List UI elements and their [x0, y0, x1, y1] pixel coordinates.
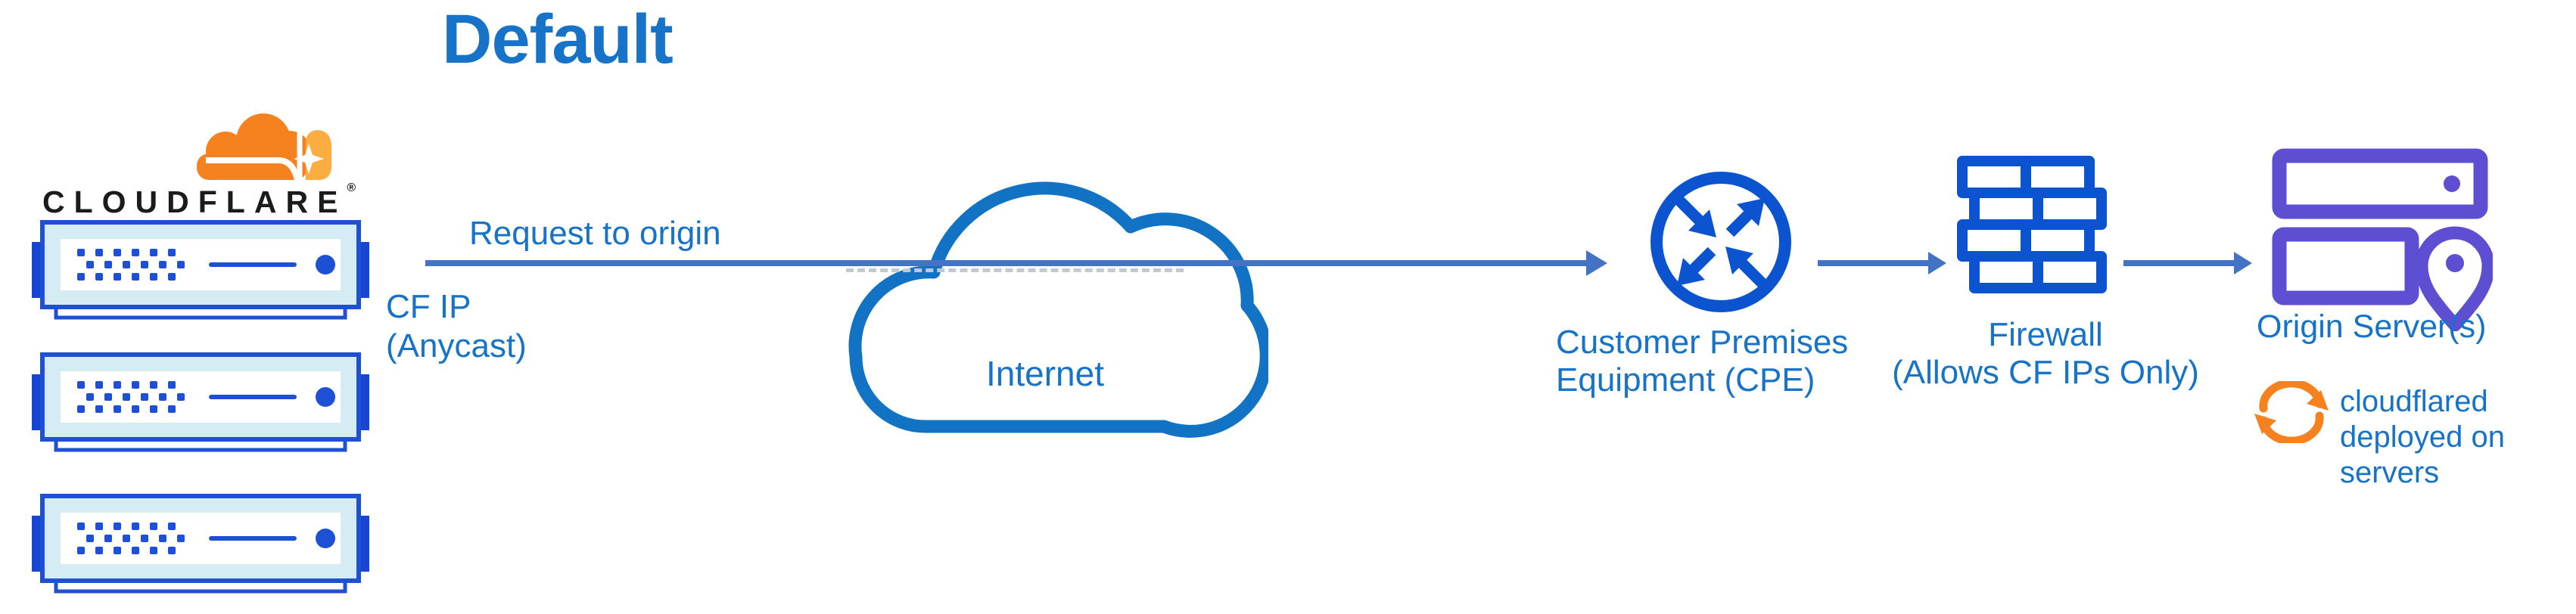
cpe-to-firewall-arrow-line	[1818, 260, 1931, 266]
firewall-to-origin-arrow-line	[2123, 260, 2237, 266]
cloudflared-line1: cloudflared	[2340, 385, 2488, 418]
edge-server-icon	[32, 352, 369, 452]
firewall-label-line1: Firewall	[1988, 316, 2103, 353]
page-title: Default	[442, 1, 674, 78]
cpe-router-icon	[1650, 172, 1791, 312]
cloudflared-line3: servers	[2340, 456, 2440, 489]
cf-ip-line2: (Anycast)	[386, 327, 527, 364]
cloudflare-cloud-icon	[197, 113, 331, 181]
request-arrow-line	[425, 260, 1588, 266]
firewall-label: Firewall (Allows CF IPs Only)	[1877, 316, 2214, 392]
firewall-brick-icon	[1957, 156, 2107, 293]
firewall-to-origin-arrow-head	[2234, 252, 2252, 274]
cpe-label-line2: Equipment (CPE)	[1556, 361, 1815, 398]
edge-server-icon	[32, 220, 369, 320]
origin-servers-icon	[2272, 148, 2493, 331]
origin-servers-label: Origin Server(s)	[2257, 309, 2487, 345]
cloudflared-line2: deployed on	[2340, 420, 2505, 454]
cf-ip-anycast-label: CF IP (Anycast)	[386, 287, 527, 366]
wordmark-text: CLOUDFLARE	[42, 185, 347, 219]
internet-label: Internet	[986, 354, 1104, 393]
request-arrow-head	[1586, 250, 1607, 276]
registered-mark: ®	[347, 181, 356, 194]
cf-ip-line1: CF IP	[386, 288, 471, 325]
cpe-to-firewall-arrow-head	[1928, 252, 1946, 274]
cpe-label-line1: Customer Premises	[1556, 324, 1849, 361]
cloudflare-wordmark: CLOUDFLARE®	[42, 181, 356, 220]
request-to-origin-label: Request to origin	[469, 215, 721, 252]
cpe-label: Customer Premises Equipment (CPE)	[1556, 324, 1848, 399]
edge-server-icon	[32, 494, 369, 594]
firewall-label-line2: (Allows CF IPs Only)	[1892, 354, 2199, 391]
dashed-path-line	[846, 268, 1184, 272]
sync-arrows-icon	[2254, 381, 2331, 443]
location-pin-icon	[2415, 226, 2493, 331]
cloudflared-label: cloudflared deployed on servers	[2340, 384, 2505, 491]
